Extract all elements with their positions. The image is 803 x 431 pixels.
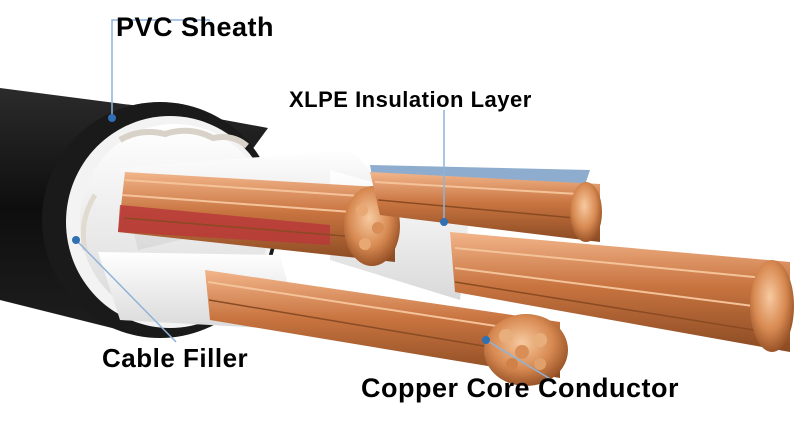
leader-xlpe xyxy=(440,110,448,226)
label-xlpe-insulation: XLPE Insulation Layer xyxy=(289,87,532,112)
label-cable-filler: Cable Filler xyxy=(102,343,249,373)
leader-copper xyxy=(482,336,553,381)
conductor-bottom xyxy=(205,270,568,386)
leader-filler xyxy=(72,236,177,343)
label-copper-core: Copper Core Conductor xyxy=(361,373,679,403)
conductor-upper-right xyxy=(370,172,602,242)
leader-pvc xyxy=(108,19,210,122)
label-pvc-sheath: PVC Sheath xyxy=(116,12,275,42)
conductor-right xyxy=(450,232,794,352)
conductor-upper-left xyxy=(118,172,400,266)
